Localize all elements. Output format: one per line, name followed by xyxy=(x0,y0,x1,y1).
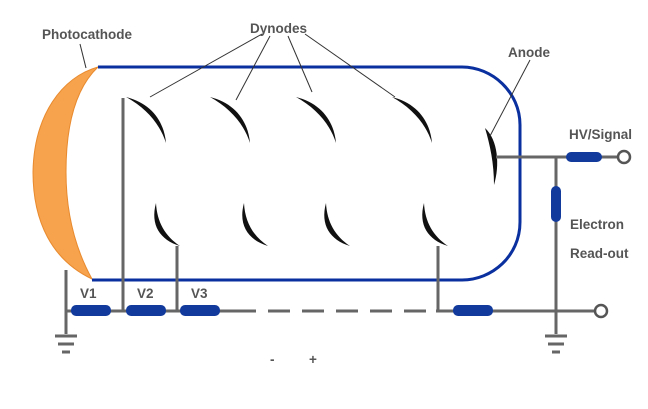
dynode-7 xyxy=(324,203,350,246)
electron-label: Electron xyxy=(570,217,624,232)
dynodes-group xyxy=(126,97,498,246)
v1-label: V1 xyxy=(80,286,97,301)
readout-label: Read-out xyxy=(570,246,629,261)
dynode-3 xyxy=(296,97,336,143)
photocathode-crescent xyxy=(32,66,99,281)
bus-terminal xyxy=(593,303,609,319)
hv-signal-terminal xyxy=(616,149,632,165)
anode-label: Anode xyxy=(508,45,550,60)
dynode-6 xyxy=(242,203,268,246)
resistor-hv xyxy=(566,152,602,162)
dynode-4 xyxy=(392,97,432,143)
dynodes-label: Dynodes xyxy=(250,21,307,36)
resistor-bus-right xyxy=(453,305,493,316)
resistor-readout xyxy=(551,186,561,222)
dynode-1 xyxy=(126,97,166,143)
dynode-5 xyxy=(154,203,180,246)
dynode-leads xyxy=(64,98,440,311)
ground-left xyxy=(55,311,77,354)
readout-circuit xyxy=(496,149,632,334)
anode-plate xyxy=(485,128,498,185)
leader-lines xyxy=(79,33,531,137)
divider-bus xyxy=(66,303,609,319)
ground-right xyxy=(545,334,567,354)
dynode-8 xyxy=(422,203,448,246)
resistor-v2 xyxy=(126,305,166,316)
resistor-v1 xyxy=(71,305,111,316)
tube-outline xyxy=(92,65,522,282)
minus-sign: - xyxy=(270,352,275,367)
photocathode-label: Photocathode xyxy=(42,27,132,42)
hv-signal-label: HV/Signal xyxy=(569,127,632,142)
plus-sign: + xyxy=(309,352,317,367)
dynode-2 xyxy=(210,97,250,143)
resistor-v3 xyxy=(180,305,220,316)
v2-label: V2 xyxy=(137,286,154,301)
v3-label: V3 xyxy=(191,286,208,301)
